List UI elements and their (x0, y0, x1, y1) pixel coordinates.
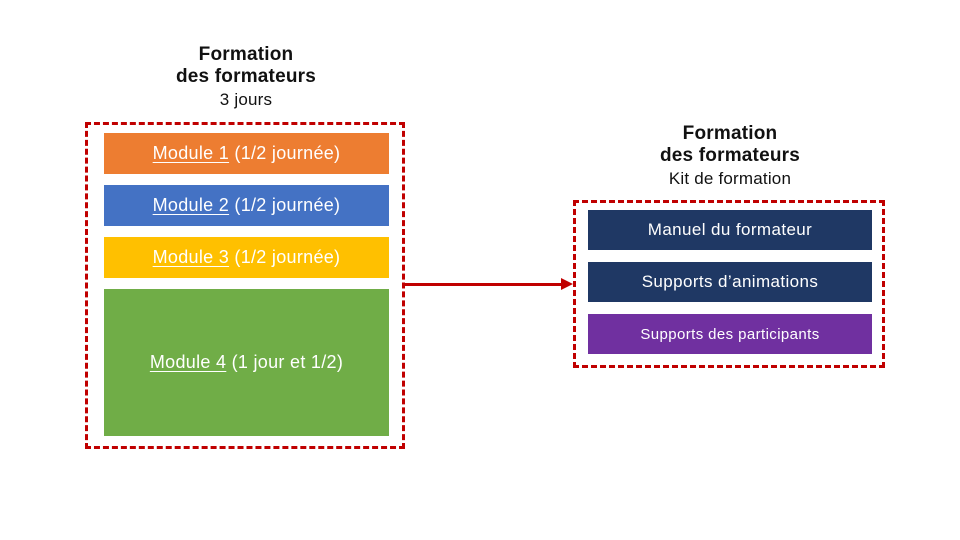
module-1-detail: (1/2 journée) (229, 143, 341, 163)
kit-item-supports-participants-label: Supports des participants (640, 325, 820, 343)
module-4-bar: Module 4 (1 jour et 1/2) (104, 289, 389, 436)
module-2-bar: Module 2 (1/2 journée) (104, 185, 389, 226)
arrow-shaft (405, 283, 563, 286)
module-2-detail: (1/2 journée) (229, 195, 341, 215)
module-3-bar: Module 3 (1/2 journée) (104, 237, 389, 278)
kit-item-manuel: Manuel du formateur (588, 210, 872, 250)
left-title-line2: des formateurs (175, 66, 317, 87)
module-1-name: Module 1 (152, 143, 230, 163)
right-title-line2: des formateurs (659, 145, 801, 166)
module-3-name: Module 3 (152, 247, 230, 267)
modules-dashed-group: Module 1 (1/2 journée) Module 2 (1/2 jou… (85, 122, 405, 449)
kit-item-supports-animations: Supports d’animations (588, 262, 872, 302)
right-title-subtitle: Kit de formation (668, 169, 792, 188)
module-2-name: Module 2 (152, 195, 230, 215)
module-4-name: Module 4 (149, 352, 227, 372)
module-4-detail: (1 jour et 1/2) (226, 352, 344, 372)
kit-item-manuel-label: Manuel du formateur (647, 220, 813, 239)
kit-item-supports-participants: Supports des participants (588, 314, 872, 354)
arrow-head-icon (561, 278, 573, 290)
kit-dashed-group: Manuel du formateur Supports d’animation… (573, 200, 885, 368)
left-title-line1: Formation (198, 44, 294, 65)
kit-item-supports-animations-label: Supports d’animations (641, 272, 819, 291)
right-panel-title: Formation des formateurs Kit de formatio… (575, 123, 885, 190)
connector-arrow (405, 277, 573, 291)
module-1-bar: Module 1 (1/2 journée) (104, 133, 389, 174)
module-3-detail: (1/2 journée) (229, 247, 341, 267)
left-panel-title: Formation des formateurs 3 jours (86, 44, 406, 111)
right-title-line1: Formation (682, 123, 778, 144)
left-title-subtitle: 3 jours (219, 90, 273, 109)
